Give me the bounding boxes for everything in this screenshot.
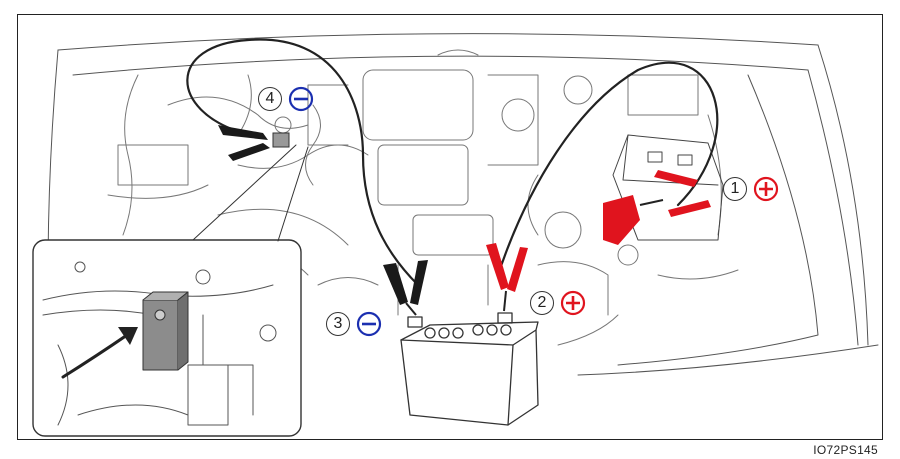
engine-components <box>107 49 739 346</box>
step-1-label: 1 <box>723 176 779 202</box>
booster-battery <box>400 312 539 426</box>
jumper-cable-clamp-icon-black-ground <box>218 125 290 161</box>
step-number: 4 <box>258 87 282 111</box>
hood-outline <box>47 33 879 376</box>
step-4-label: 4 <box>258 86 314 112</box>
inset-arrow-icon <box>61 331 132 379</box>
inset-arrow-head-icon <box>118 327 138 345</box>
figure-code: IO72PS145 <box>813 443 878 457</box>
inset-detail <box>32 144 309 437</box>
positive-sign-icon <box>560 290 586 316</box>
black-cable <box>186 38 420 287</box>
negative-sign-icon <box>356 311 382 337</box>
red-cable <box>496 61 719 277</box>
jumper-cable-clamp-icon-red-vehicle <box>603 170 711 245</box>
jumper-cable-clamp-icon-black-booster <box>383 260 428 316</box>
diagram-frame <box>17 14 883 440</box>
negative-sign-icon <box>288 86 314 112</box>
positive-sign-icon <box>753 176 779 202</box>
step-2-label: 2 <box>530 290 586 316</box>
step-3-label: 3 <box>326 311 382 337</box>
step-number: 1 <box>723 177 747 201</box>
engine-bay-illustration <box>32 33 879 437</box>
step-number: 2 <box>530 291 554 315</box>
jumper-cable-clamp-icon-red-booster <box>486 243 528 312</box>
step-number: 3 <box>326 312 350 336</box>
